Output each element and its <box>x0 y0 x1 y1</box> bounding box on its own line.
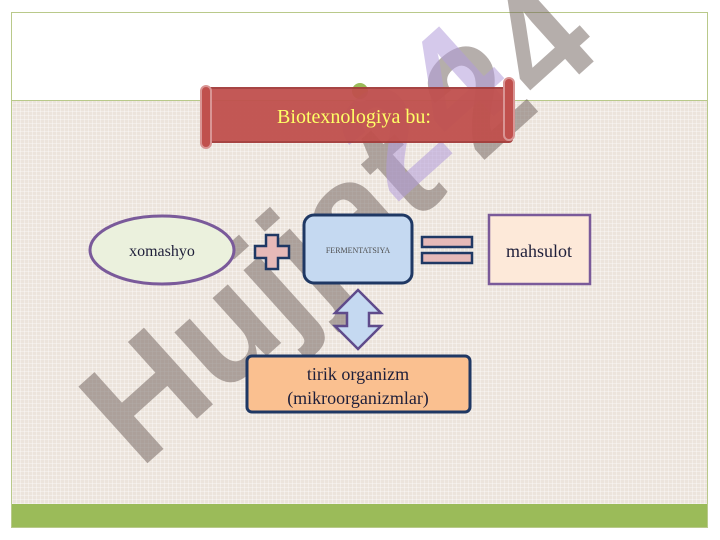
node-organism: tirik organizm (mikroorganizmlar) <box>245 354 472 414</box>
node-fermentation-label: FERMENTATSIYA <box>326 246 390 255</box>
equals-icon <box>420 235 474 265</box>
node-organism-label-1: tirik organizm <box>307 364 409 384</box>
node-raw-material: xomashyo <box>88 214 236 286</box>
node-product: mahsulot <box>487 213 592 286</box>
title-text: Biotexnologiya bu: <box>277 106 431 128</box>
node-fermentation: FERMENTATSIYA <box>302 213 414 285</box>
node-raw-label: xomashyo <box>129 243 195 260</box>
node-organism-label-2: (mikroorganizmlar) <box>287 388 429 409</box>
title-banner: Biotexnologiya bu: <box>200 77 515 149</box>
double-arrow-icon <box>331 288 385 351</box>
plus-icon <box>253 233 291 271</box>
node-product-label: mahsulot <box>506 241 572 261</box>
footer-bar <box>12 504 707 527</box>
